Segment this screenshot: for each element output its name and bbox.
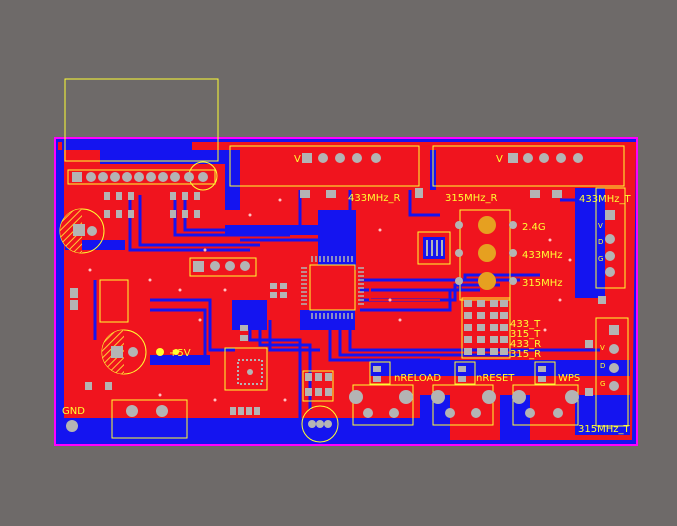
silk-nreload: nRELOAD — [394, 373, 441, 384]
silk-2-4g: 2.4G — [522, 222, 546, 233]
rf-header-315-r[interactable] — [508, 153, 583, 163]
silk-433mhz: 433MHz — [522, 250, 562, 261]
soic-chip — [423, 237, 445, 259]
silk-433mhz-t: 433MHz_T — [579, 194, 631, 205]
button-reset-pads[interactable] — [431, 390, 496, 418]
silkscreen-lines — [64, 78, 629, 439]
rf-header-433-t[interactable] — [605, 210, 615, 277]
voltage-regulator — [301, 405, 339, 443]
header-j3[interactable] — [189, 257, 257, 277]
electrolytic-capacitor-c1 — [59, 208, 105, 254]
silk-gnd: GND — [62, 406, 85, 417]
silk-315-t: 315_T — [510, 329, 541, 340]
bottom-copper-regions — [58, 142, 630, 440]
silk-315-r: 315_R — [510, 349, 541, 360]
silk-315mhz-r: 315MHz_R — [445, 193, 497, 204]
silk-side-v1: V — [598, 222, 603, 230]
smd-passives — [70, 188, 606, 415]
button-wps-pads[interactable] — [512, 390, 579, 418]
electrolytic-capacitor-c2 — [101, 329, 179, 375]
silk-v-right: V — [496, 154, 503, 165]
mcu-qfp — [301, 256, 364, 319]
silk-v-left: V — [294, 154, 301, 165]
rf-header-433-r[interactable] — [302, 153, 381, 163]
silk-plus-5v: +5V — [169, 348, 191, 359]
antenna-tuners — [455, 216, 517, 290]
rf-header-315-t[interactable] — [609, 325, 619, 391]
smd-pad-grid — [464, 300, 508, 355]
silk-315mhz-t: 315MHz_T — [578, 424, 630, 435]
silk-433-t: 433_T — [510, 319, 541, 330]
silk-nreset: nRESET — [476, 373, 515, 384]
button-reload-pads[interactable] — [349, 390, 413, 418]
keepout-rectangle — [64, 78, 219, 162]
qfn-chip — [237, 359, 263, 385]
silk-side-d1: D — [598, 238, 603, 246]
silk-side-g1: G — [598, 255, 603, 263]
silk-433-r: 433_R — [510, 339, 541, 350]
power-connector-pads — [66, 405, 168, 432]
stitching-vias — [88, 198, 572, 402]
silk-side-g2: G — [600, 380, 605, 388]
silk-433mhz-r: 433MHz_R — [348, 193, 400, 204]
silk-315mhz: 315MHz — [522, 278, 562, 289]
silk-wps: WPS — [558, 373, 580, 384]
silk-side-v2: V — [600, 344, 605, 352]
pin-header-j1[interactable] — [67, 161, 218, 191]
silk-side-d2: D — [600, 362, 605, 370]
